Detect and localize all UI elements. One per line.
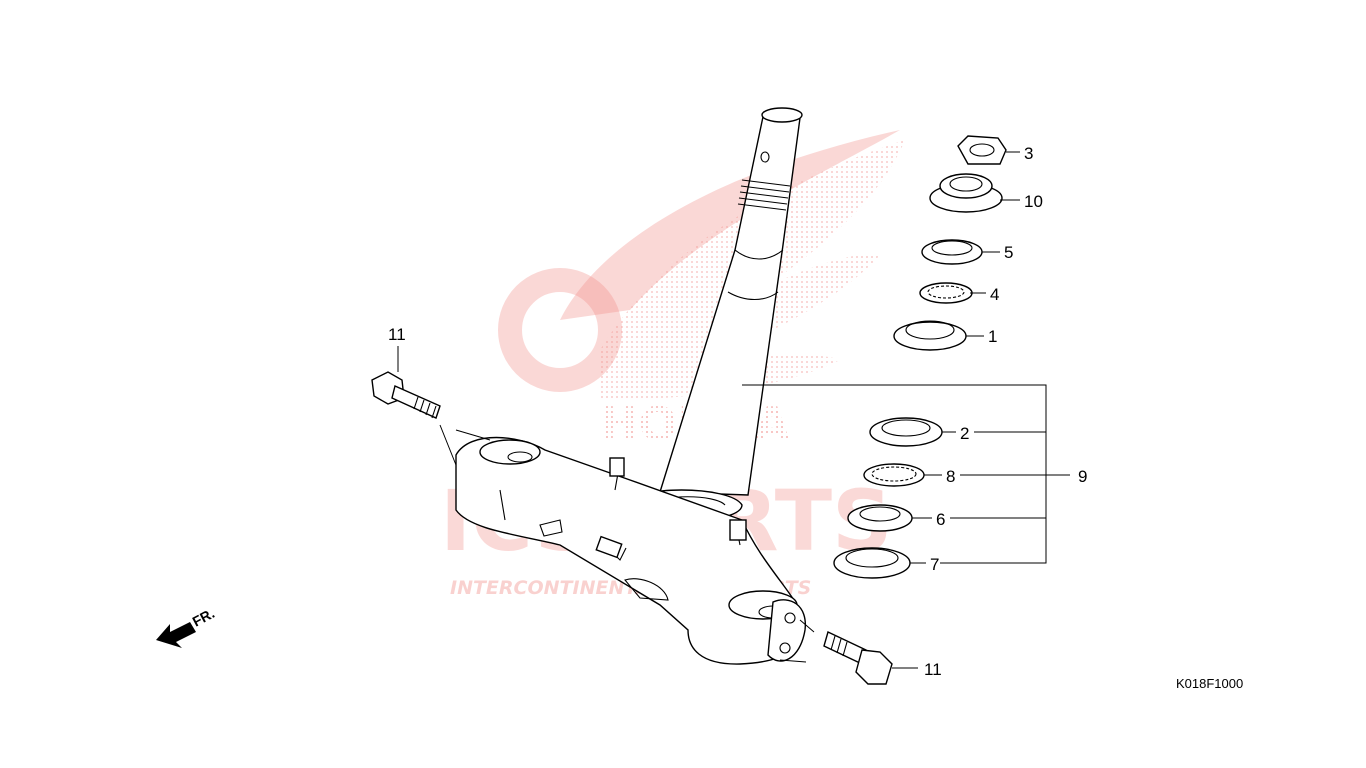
diagram-code: K018F1000 — [1176, 676, 1243, 691]
upper-race-5 — [921, 239, 1000, 265]
flange-bolt-upper — [371, 346, 491, 466]
callout-11-upper: 11 — [388, 325, 406, 344]
race-6 — [847, 504, 932, 532]
callout-2: 2 — [960, 424, 969, 443]
callout-6: 6 — [936, 510, 945, 529]
callout-9: 9 — [1078, 467, 1087, 486]
front-direction-arrow-icon — [156, 622, 196, 648]
front-direction-label: FR. — [190, 605, 217, 630]
steel-ball-4 — [919, 282, 986, 304]
callout-1: 1 — [988, 327, 997, 346]
callout-10: 10 — [1024, 192, 1043, 211]
callout-4: 4 — [990, 285, 999, 304]
kit-bracket-9 — [742, 384, 1070, 564]
bottom-bridge — [455, 436, 806, 665]
dust-seal-7 — [833, 547, 926, 579]
lock-nut-3 — [957, 135, 1020, 165]
callout-5: 5 — [1004, 243, 1013, 262]
race-2 — [869, 417, 956, 447]
callout-11-lower: 11 — [924, 660, 942, 679]
adjusting-nut-10 — [929, 173, 1020, 213]
callout-3: 3 — [1024, 144, 1033, 163]
ball-race-1 — [893, 320, 984, 351]
flange-bolt-lower — [779, 619, 918, 685]
callout-7: 7 — [930, 555, 939, 574]
steel-ball-8 — [863, 463, 942, 487]
callout-8: 8 — [946, 467, 955, 486]
